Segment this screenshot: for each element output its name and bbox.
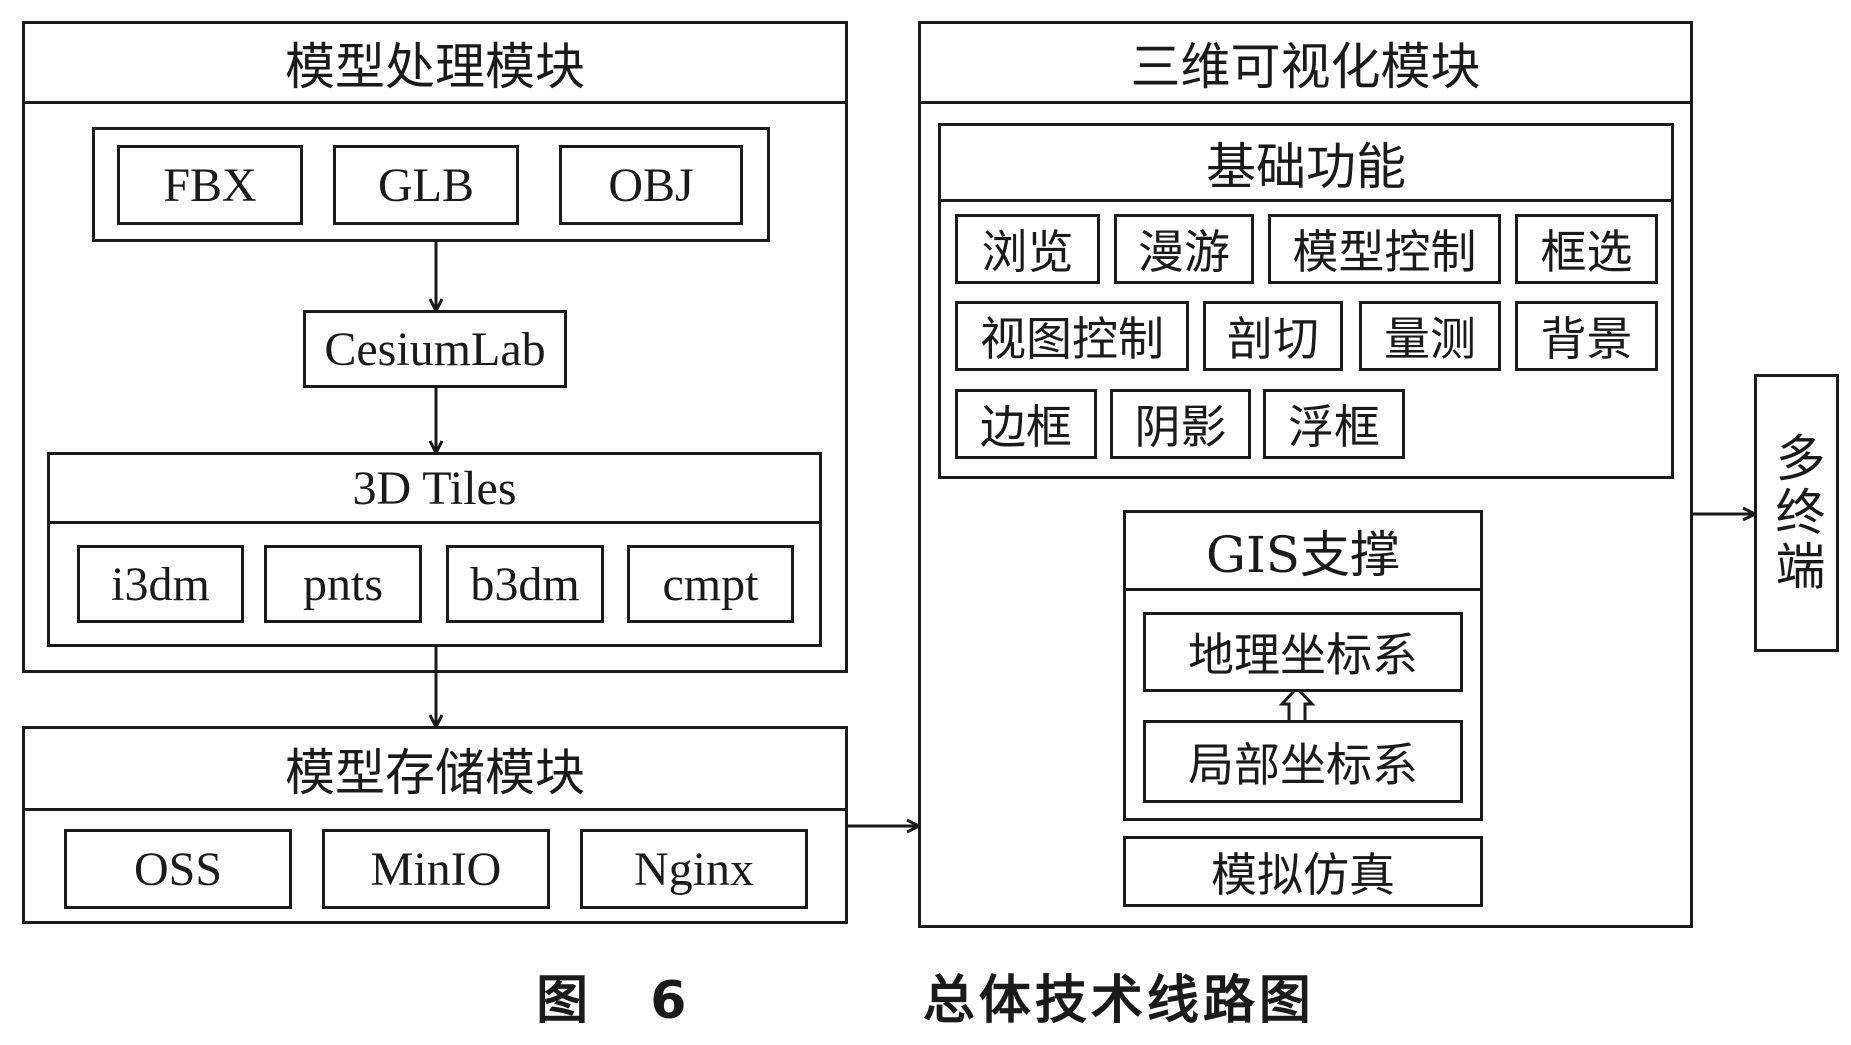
- basic-functions-group: 基础功能: [938, 123, 1674, 479]
- tile-type-pnts: pnts: [264, 545, 422, 623]
- local-coordinate-system: 局部坐标系: [1143, 720, 1463, 803]
- basic-functions-title: 基础功能: [941, 126, 1671, 202]
- gis-support-group: GIS支撑: [1123, 510, 1483, 821]
- multi-terminal-box: 多终端: [1754, 374, 1839, 652]
- function-roam: 漫游: [1114, 214, 1254, 284]
- gis-support-title: GIS支撑: [1126, 513, 1480, 591]
- visualization-module: 三维可视化模块: [918, 21, 1693, 928]
- function-box-select: 框选: [1515, 214, 1658, 284]
- simulation-box: 模拟仿真: [1123, 836, 1483, 907]
- geographic-coordinate-system: 地理坐标系: [1143, 612, 1463, 692]
- function-border: 边框: [955, 389, 1097, 459]
- storage-minio: MinIO: [322, 829, 550, 909]
- function-model-control: 模型控制: [1268, 214, 1501, 284]
- cesiumlab-tool: CesiumLab: [303, 310, 567, 388]
- function-measure: 量测: [1359, 301, 1501, 371]
- 3dtiles-title: 3D Tiles: [50, 455, 819, 524]
- storage-oss: OSS: [64, 829, 292, 909]
- storage-nginx: Nginx: [580, 829, 808, 909]
- tile-type-i3dm: i3dm: [77, 545, 244, 623]
- model-storage-title: 模型存储模块: [25, 729, 845, 811]
- visualization-title: 三维可视化模块: [921, 24, 1690, 104]
- tile-type-cmpt: cmpt: [627, 545, 794, 623]
- 3dtiles-group: 3D Tiles: [47, 452, 822, 647]
- tile-type-b3dm: b3dm: [446, 545, 604, 623]
- model-processing-module: 模型处理模块: [22, 21, 848, 673]
- function-view-control: 视图控制: [955, 301, 1189, 371]
- format-obj: OBJ: [559, 145, 743, 225]
- function-background: 背景: [1515, 301, 1658, 371]
- model-processing-title: 模型处理模块: [25, 24, 845, 104]
- format-group: [92, 127, 770, 242]
- format-glb: GLB: [333, 145, 519, 225]
- model-storage-module: 模型存储模块: [22, 726, 848, 924]
- function-browse: 浏览: [955, 214, 1100, 284]
- function-section: 剖切: [1203, 301, 1343, 371]
- figure-caption: 图 6 总体技术线路图: [536, 971, 1315, 1031]
- function-float-frame: 浮框: [1263, 389, 1405, 459]
- format-fbx: FBX: [117, 145, 303, 225]
- multi-terminal-label: 多终端: [1767, 432, 1826, 594]
- function-shadow: 阴影: [1110, 389, 1251, 459]
